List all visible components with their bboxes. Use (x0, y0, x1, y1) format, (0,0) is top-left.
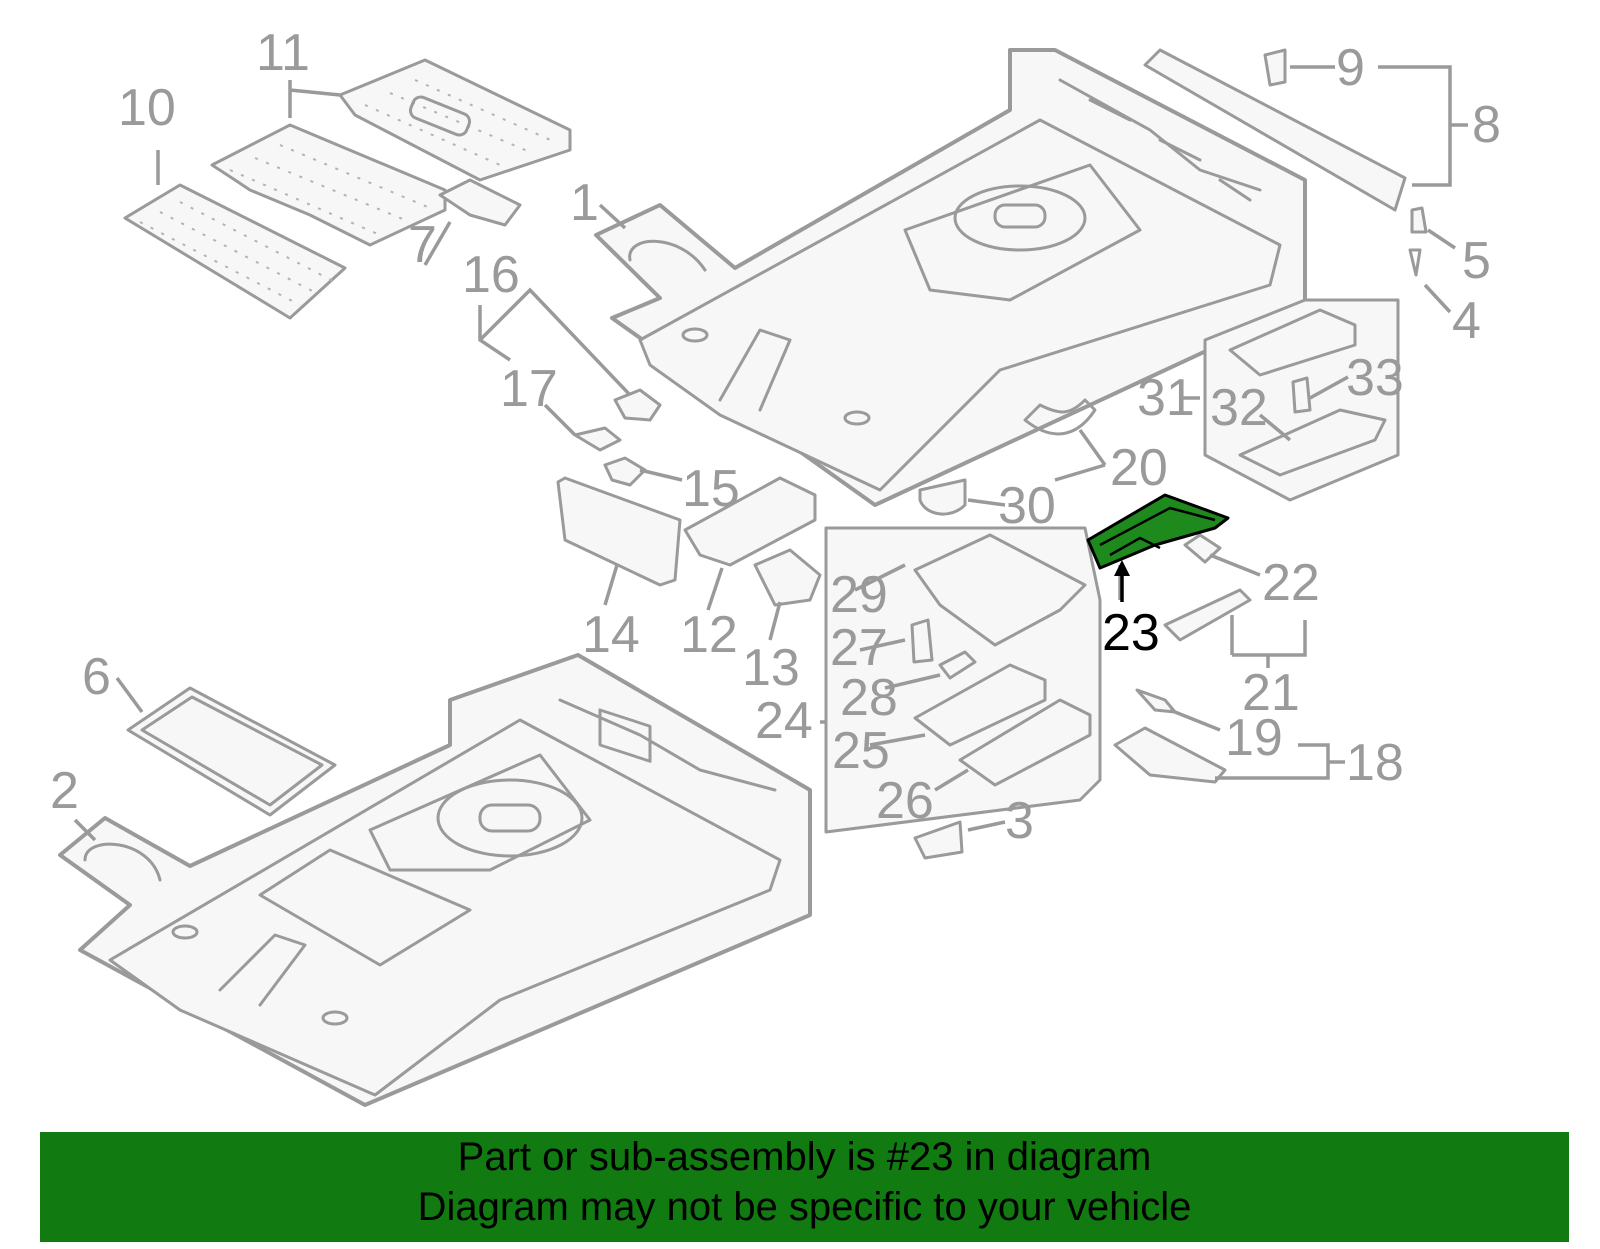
clip-9 (1263, 48, 1287, 87)
clip-15 (603, 456, 647, 487)
cover-26 (958, 698, 1092, 787)
acoustic-pad-10 (123, 183, 347, 320)
callout-27: 27 (830, 619, 888, 677)
callout-15: 15 (682, 460, 740, 518)
callout-4: 4 (1452, 292, 1481, 350)
callout-2: 2 (50, 762, 79, 820)
callout-30: 30 (998, 477, 1056, 535)
trim-strip-8 (1143, 48, 1407, 212)
callout-31: 31 (1137, 369, 1195, 427)
callout-19: 19 (1225, 709, 1283, 767)
handle-20 (1023, 398, 1097, 436)
sunvisor-14 (556, 476, 682, 763)
lens-27 (910, 618, 934, 664)
callout-9: 9 (1336, 39, 1365, 97)
grab-handle-2 (83, 842, 162, 882)
bracket-21 (1163, 588, 1252, 642)
grab-handle-1 (628, 239, 707, 272)
callout-18: 18 (1346, 734, 1404, 792)
callout-7: 7 (408, 216, 437, 274)
callout-16: 16 (462, 246, 520, 304)
callout-12: 12 (680, 606, 738, 664)
banner-line-2: Diagram may not be specific to your vehi… (417, 1185, 1192, 1229)
highlighted-part-23[interactable] (1086, 493, 1230, 570)
acoustic-pad-11a (210, 123, 447, 247)
headliner-upper (594, 48, 1307, 507)
screw-4 (1408, 248, 1422, 277)
callout-32: 32 (1210, 379, 1268, 437)
callout-26: 26 (876, 772, 934, 830)
module-13 (753, 548, 822, 607)
callout-33: 33 (1346, 349, 1404, 407)
info-banner: Part or sub-assembly is #23 in diagram D… (40, 1132, 1569, 1242)
callout-23: 23 (1102, 604, 1160, 662)
bracket-7 (438, 178, 522, 227)
callout-8: 8 (1472, 96, 1501, 154)
callout-5: 5 (1462, 232, 1491, 290)
callout-17: 17 (500, 360, 558, 418)
parts-diagram: 1 2 3 4 5 6 7 8 9 10 11 12 13 14 15 16 1… (50, 24, 1501, 1107)
callout-14: 14 (582, 606, 640, 664)
callout-3: 3 (1005, 792, 1034, 850)
arrow-23-head (1114, 560, 1130, 576)
bulb-28 (938, 650, 977, 680)
callout-11: 11 (256, 24, 310, 82)
callout-6: 6 (82, 648, 111, 706)
bracket-16 (613, 388, 662, 422)
clip-17 (573, 426, 622, 452)
lens-33 (1291, 376, 1312, 414)
acoustic-pad-11b (338, 58, 572, 182)
callout-1: 1 (570, 174, 599, 232)
console-29-tray (913, 533, 1087, 647)
clip-5 (1410, 206, 1428, 234)
banner-line-1: Part or sub-assembly is #23 in diagram (457, 1135, 1152, 1179)
lens-25 (913, 663, 1047, 747)
callout-29: 29 (830, 566, 888, 624)
callout-24: 24 (755, 692, 813, 750)
clip-3 (913, 820, 964, 860)
lamp-18 (1113, 726, 1227, 784)
callout-13: 13 (742, 639, 800, 697)
callout-labels: 1 2 3 4 5 6 7 8 9 10 11 12 13 14 15 16 1… (50, 24, 1501, 850)
sunroof-seal-6 (126, 686, 337, 817)
lamp-30 (918, 478, 967, 516)
callout-28: 28 (840, 669, 898, 727)
callout-10: 10 (118, 79, 176, 137)
callout-21: 21 (1242, 664, 1300, 722)
leader-lines (73, 65, 1468, 842)
console-12 (683, 476, 817, 567)
bulb-19 (1135, 688, 1177, 714)
callout-25: 25 (832, 722, 890, 780)
callout-22: 22 (1262, 554, 1320, 612)
callout-20: 20 (1110, 439, 1168, 497)
headliner-lower (58, 653, 812, 1107)
